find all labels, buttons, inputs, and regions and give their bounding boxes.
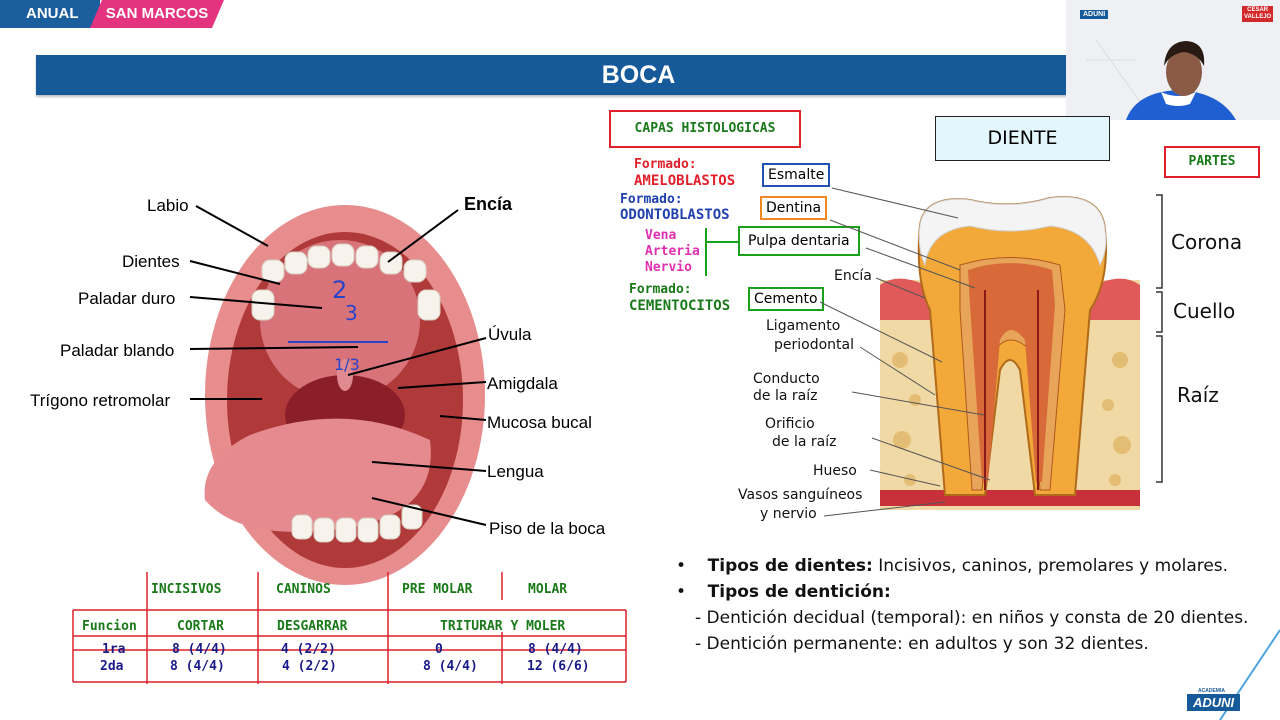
table-row2-premolar: 8 (4/4) (423, 659, 478, 674)
table-header-molar: MOLAR (528, 582, 568, 597)
ameloblastos-label: AMELOBLASTOS (634, 173, 736, 189)
cemento-pre: Formado: (629, 282, 692, 297)
annotation-one-third: 1/3 (334, 355, 360, 374)
table-row1-caninos: 4 (2/2) (281, 642, 336, 657)
page-title: BOCA (36, 55, 1086, 95)
arteria-label: Arteria (645, 244, 700, 259)
bracket-icon (705, 228, 738, 276)
odonto-label: ODONTOBLASTOS (620, 207, 730, 223)
ameloblastos-pre: Formado: (634, 157, 697, 172)
label-uvula: Úvula (488, 325, 532, 344)
table-row2-molar: 12 (6/6) (527, 659, 590, 674)
label-labio: Labio (147, 196, 189, 215)
tooth-label-hueso: Hueso (813, 463, 857, 479)
tooth-label-orificio-2: de la raíz (772, 434, 837, 450)
table-row1-molar: 8 (4/4) (528, 642, 583, 657)
label-lengua: Lengua (487, 462, 544, 481)
aduni-logo-small: ADUNI (1080, 10, 1109, 19)
label-piso: Piso de la boca (489, 519, 606, 538)
odonto-pre: Formado: (620, 192, 683, 207)
tooth-label-orificio-1: Orificio (765, 416, 815, 432)
tooth-label-encia: Encía (834, 268, 872, 284)
table-funcion-desgarrar: DESGARRAR (277, 619, 348, 634)
footer-logo: ADUNI (1187, 694, 1241, 711)
label-paladar-blando: Paladar blando (60, 341, 175, 360)
pulpa-box: Pulpa dentaria (738, 226, 860, 256)
table-funcion-cortar: CORTAR (177, 619, 224, 634)
esmalte-box: Esmalte (762, 163, 831, 187)
vena-label: Vena (645, 228, 677, 243)
tooth-label-vasos-1: Vasos sanguíneos (738, 487, 863, 503)
part-corona: Corona (1171, 230, 1243, 254)
label-dientes: Dientes (122, 252, 180, 271)
table-header-incisivos: INCISIVOS (151, 582, 222, 597)
label-mucosa: Mucosa bucal (487, 413, 592, 432)
table-header-premolar: PRE MOLAR (402, 582, 473, 597)
tooth-label-conducto-2: de la raíz (753, 388, 818, 404)
label-encia: Encía (464, 194, 513, 214)
tooth-title-box: DIENTE (935, 116, 1110, 161)
denticion-permanente: - Dentición permanente: en adultos y son… (695, 634, 1149, 654)
part-raiz: Raíz (1177, 383, 1219, 407)
tooth-label-ligamento-1: Ligamento (766, 318, 841, 334)
table-funcion-triturar: TRITURAR Y MOLER (440, 619, 566, 634)
cementocitos-label: CEMENTOCITOS (629, 298, 731, 314)
notes-block: • Tipos de dientes: Incisivos, caninos, … (676, 553, 1266, 657)
tooth-illustration (819, 187, 1163, 517)
label-amigdala: Amigdala (487, 374, 558, 393)
label-paladar-duro: Paladar duro (78, 289, 176, 308)
cemento-box: Cemento (748, 287, 824, 311)
table-row2-caninos: 4 (2/2) (282, 659, 337, 674)
table-row1-incisivos: 8 (4/4) (172, 642, 227, 657)
tooth-label-ligamento-2: periodontal (774, 337, 854, 353)
table-header-caninos: CANINOS (276, 582, 331, 597)
table-row1-premolar: 0 (435, 642, 443, 657)
part-cuello: Cuello (1173, 299, 1236, 323)
tooth-label-vasos-2: y nervio (760, 506, 817, 522)
partes-box: PARTES (1164, 146, 1260, 178)
nervio-label: Nervio (645, 260, 692, 275)
teeth-table-grid (72, 572, 627, 684)
bullet-tipos-dientes: • Tipos de dientes: Incisivos, caninos, … (676, 556, 1229, 576)
footer-logo-small: ACADEMIA (1198, 688, 1225, 694)
course-badge: ANUAL (0, 0, 100, 28)
histology-title-box: CAPAS HISTOLOGICAS (609, 110, 801, 148)
label-trigono: Trígono retromolar (30, 391, 171, 410)
svg-text:3: 3 (345, 301, 358, 325)
table-row1-label: 1ra (102, 642, 126, 657)
table-row2-label: 2da (100, 659, 124, 674)
denticion-decidual: - Dentición decidual (temporal): en niño… (695, 608, 1249, 628)
table-row2-incisivos: 8 (4/4) (170, 659, 225, 674)
table-funcion-label: Funcion (82, 619, 137, 634)
university-badge: SAN MARCOS (90, 0, 224, 28)
dentina-box: Dentina (760, 196, 828, 220)
mouth-illustration: 2 3 1/3 (189, 205, 487, 585)
tooth-label-conducto-1: Conducto (753, 371, 820, 387)
annotation-two-thirds: 2 (332, 276, 347, 304)
bullet-tipos-denticion: • Tipos de dentición: (676, 582, 891, 602)
